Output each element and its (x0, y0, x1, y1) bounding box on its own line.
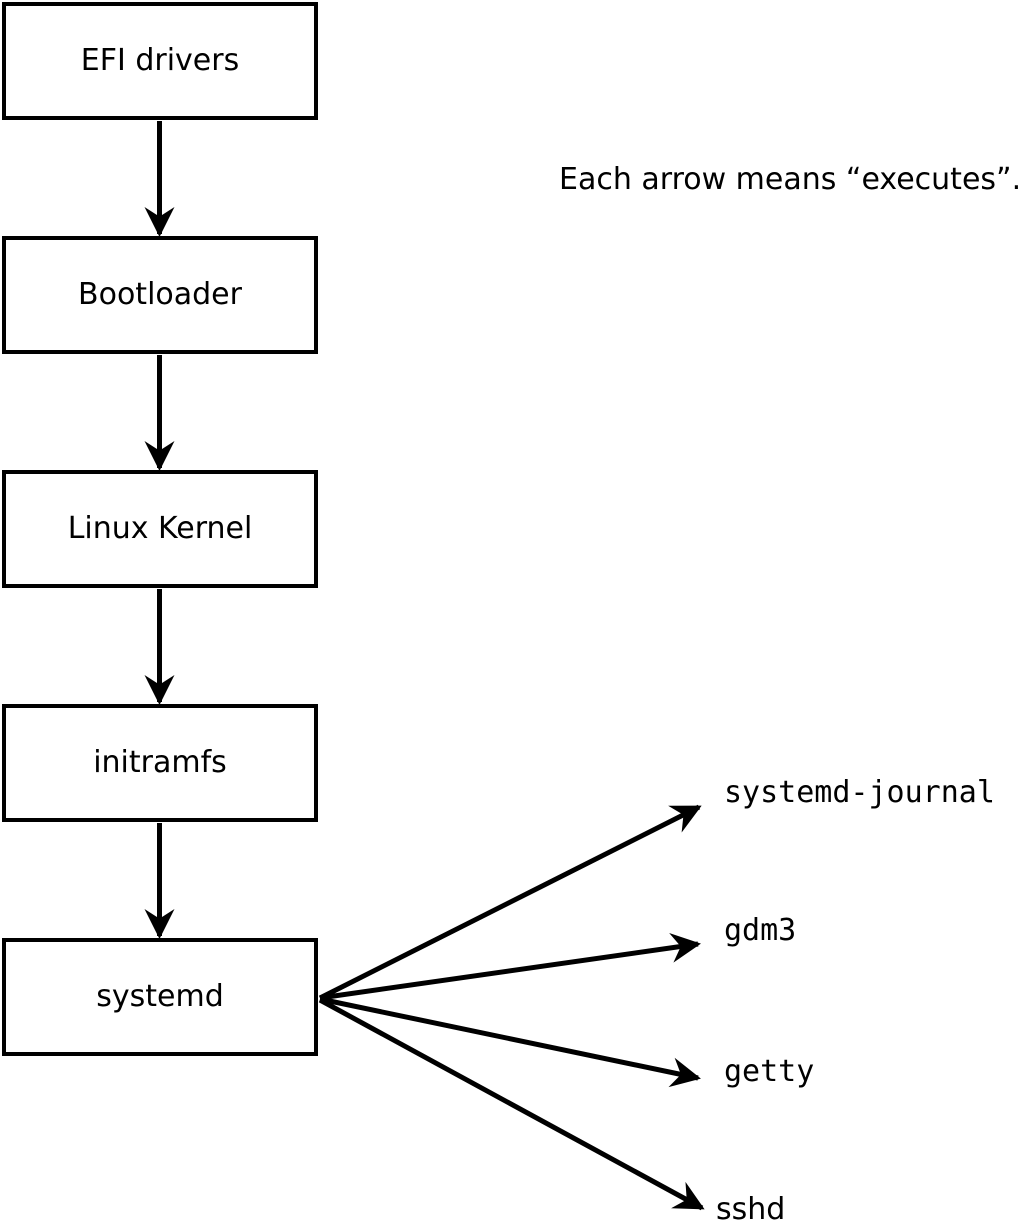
arrow-systemd-to-getty (319, 996, 701, 1088)
spawned-process-getty: getty (724, 1054, 815, 1089)
flow-box-systemd: systemd (2, 938, 318, 1056)
flow-box-efi-drivers: EFI drivers (2, 2, 318, 120)
arrow-systemd-to-systemd-journal (318, 804, 702, 1001)
spawned-process-systemd-journal: systemd-journal (724, 775, 995, 810)
flow-box-bootloader: Bootloader (2, 236, 318, 354)
flow-box-linux-kernel: Linux Kernel (2, 470, 318, 588)
spawned-process-sshd: sshd (716, 1192, 786, 1227)
arrow-systemd-to-gdm3 (319, 932, 701, 1001)
flow-box-label: systemd (96, 979, 224, 1014)
arrow-systemd-to-sshd (318, 997, 705, 1211)
flow-box-label: EFI drivers (80, 43, 240, 78)
flow-box-initramfs: initramfs (2, 704, 318, 822)
flow-box-label: Bootloader (78, 277, 242, 312)
flow-box-label: Linux Kernel (67, 511, 253, 546)
arrow-meaning-note: Each arrow means “executes”. (559, 162, 1022, 197)
flow-box-label: initramfs (93, 745, 227, 780)
spawned-process-gdm3: gdm3 (724, 913, 797, 948)
